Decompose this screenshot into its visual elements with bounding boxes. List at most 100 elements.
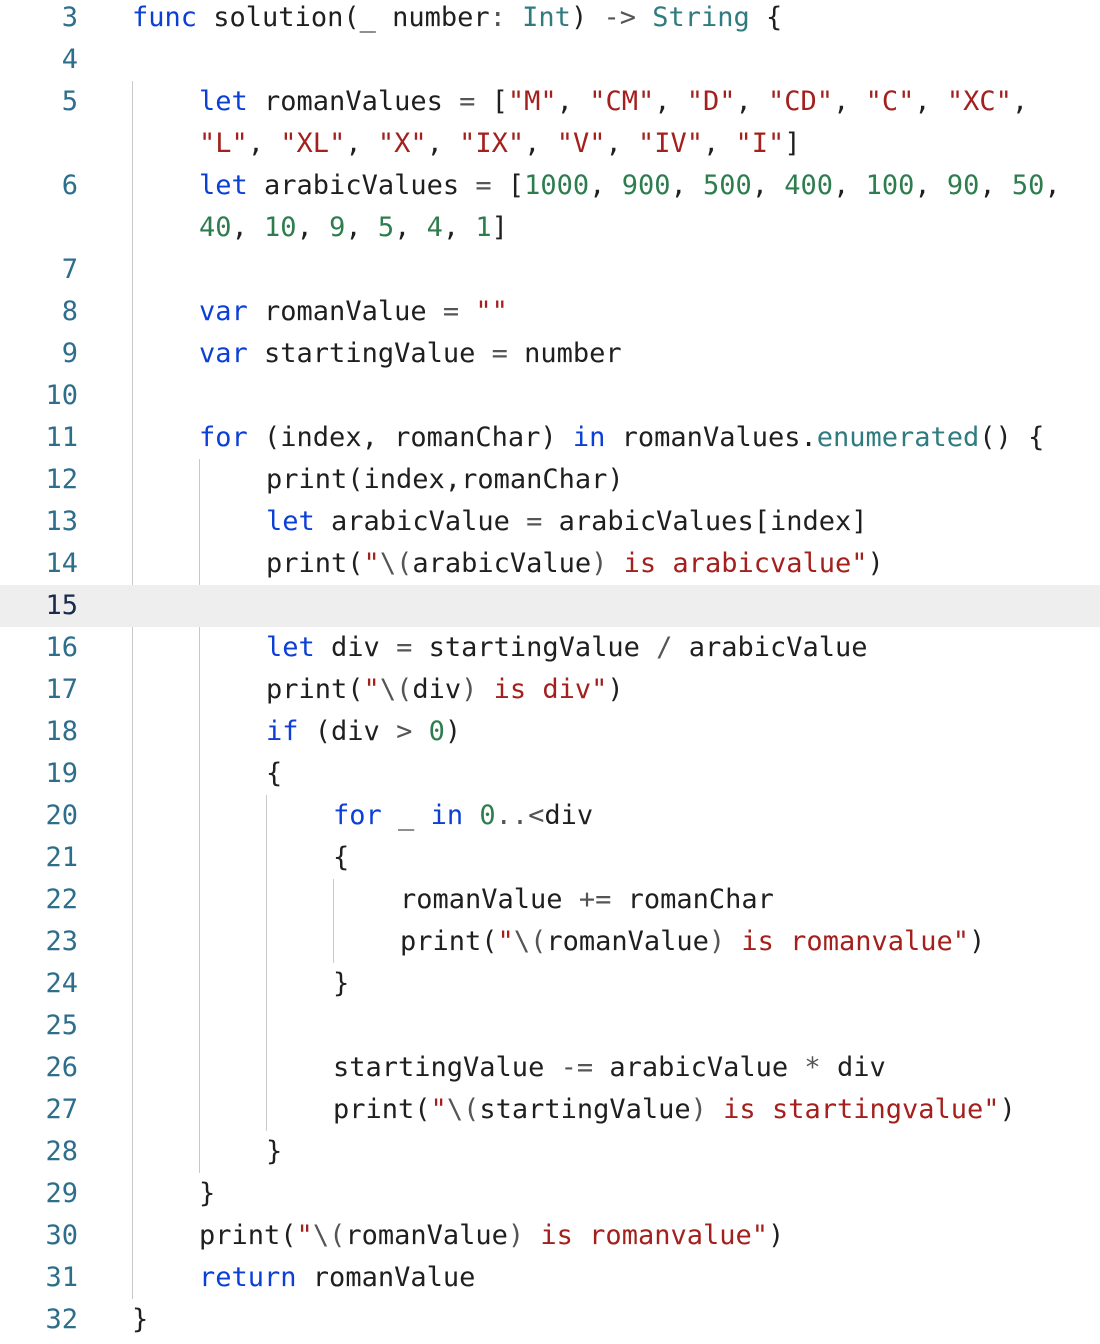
code-line[interactable]: 28} [0,1131,1100,1173]
code-token: romanValue [296,1262,476,1293]
code-line[interactable]: 12 print(index,romanChar) [0,459,1100,501]
code-token: , [605,128,638,159]
line-number: 12 [45,464,78,495]
code-token: ) [607,674,624,705]
code-token: , [426,128,460,159]
indent-guide-line [266,795,267,1131]
code-line[interactable]: 15 [0,585,1100,627]
code-token: romanValue [546,926,709,957]
line-number: 17 [45,674,78,705]
code-token: arabicValues[index] [542,506,868,537]
code-token: (index, romanChar) [247,422,573,453]
code-line[interactable]: 29} [0,1173,1100,1215]
code-token: 100 [865,170,915,201]
code-token: " [363,674,380,705]
line-number: 31 [45,1262,78,1293]
code-token: "CD" [768,86,834,117]
code-token: , [914,170,947,201]
code-token: print( [400,926,498,957]
line-number: 10 [45,380,78,411]
code-line[interactable]: 8 var romanValue = "" [0,291,1100,333]
code-line[interactable]: 19{ [0,753,1100,795]
code-token: \( [312,1220,346,1251]
line-code: var romanValue = "" [199,291,508,333]
code-token: is romanvalue" [725,926,969,957]
line-code: print(index,romanChar) [266,459,624,501]
code-token: += [578,884,612,915]
line-number: 8 [61,296,78,327]
code-line[interactable]: 21{ [0,837,1100,879]
code-token: ) [867,548,884,579]
code-token: [ [475,86,508,117]
code-token: var [199,338,248,369]
code-token: 5 [377,212,395,243]
code-token: startingValue [333,1052,561,1083]
code-token: 50 [1011,170,1045,201]
code-line[interactable]: 24} [0,963,1100,1005]
code-token: arabicValue [593,1052,805,1083]
code-line[interactable]: 40, 10, 9, 5, 4, 1] [0,207,1100,249]
code-token: = [526,506,543,537]
code-token: , [442,212,476,243]
code-token: 40 [199,212,232,243]
code-token: " [497,926,514,957]
code-token: () { [979,422,1045,453]
line-code: print("\(div) is div") [266,669,624,711]
line-code: let romanValues = ["M", "CM", "D", "CD",… [199,81,1028,123]
code-token: "X" [377,128,427,159]
code-line[interactable]: 32} [0,1299,1100,1341]
code-token: , [524,128,557,159]
line-number: 21 [45,842,78,873]
code-line[interactable]: 4 [0,39,1100,81]
code-line[interactable]: 25 [0,1005,1100,1047]
code-token: "CM" [589,86,655,117]
code-token: arabicValue [314,506,527,537]
code-token: "V" [556,128,606,159]
line-code: "L", "XL", "X", "IX", "V", "IV", "I"] [199,123,801,165]
code-token: , [914,86,947,117]
line-number: 14 [45,548,78,579]
code-token: : [489,2,523,33]
code-token: , [670,170,703,201]
code-token: / [656,632,673,663]
code-token: div [412,674,462,705]
code-token: ..< [495,800,545,831]
code-token: if [266,716,299,747]
code-token: " [296,1220,313,1251]
line-number: 7 [61,254,78,285]
line-number: 6 [61,170,78,201]
code-line[interactable]: 7 [0,249,1100,291]
code-token [412,716,428,747]
code-token: 1 [475,212,492,243]
line-code: let arabicValue = arabicValues[index] [266,501,867,543]
code-token: = [442,296,460,327]
code-token: , [296,212,330,243]
line-code: return romanValue [199,1257,475,1299]
code-line[interactable]: "L", "XL", "X", "IX", "V", "IV", "I"] [0,123,1100,165]
code-line[interactable]: 31 return romanValue [0,1257,1100,1299]
code-token: in [430,800,464,831]
code-token: , [345,212,378,243]
code-token: 500 [702,170,752,201]
code-token: ) [444,716,462,747]
line-number: 28 [45,1136,78,1167]
code-line[interactable]: 10 [0,375,1100,417]
code-token: is div" [477,674,608,705]
